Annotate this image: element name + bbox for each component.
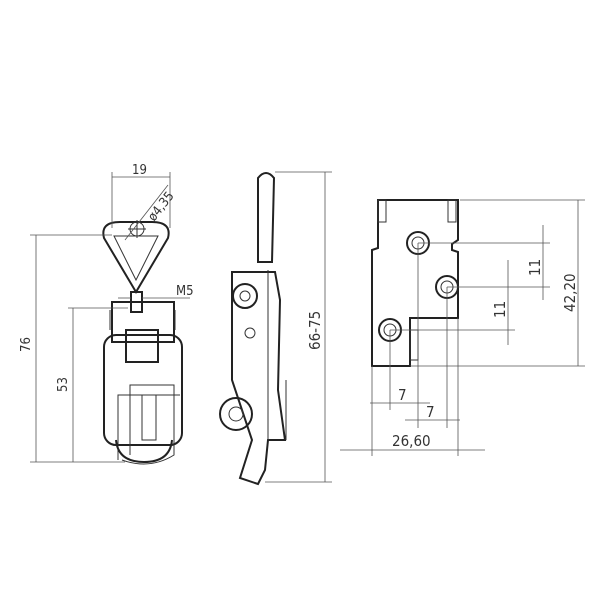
dim-hole-v-offset-2: 11 (491, 301, 509, 318)
plate-view (371, 199, 459, 367)
dim-plate-height: 42,20 (561, 273, 579, 312)
front-dimensions: 19 ø4,35 M5 76 53 (19, 163, 194, 463)
dim-hole-v-offset-1: 11 (526, 259, 544, 276)
dim-loop-width: 19 (132, 163, 147, 178)
dim-hole-h-offset-2: 7 (426, 403, 435, 421)
dim-body-height: 53 (56, 377, 71, 392)
dim-hole-diameter: ø4,35 (145, 189, 177, 224)
dim-thread: M5 (176, 284, 194, 299)
side-dimensions: 66-75 (265, 171, 332, 483)
dim-total-height: 76 (19, 337, 34, 352)
plate-dimensions: 42,20 11 11 7 7 26,60 (340, 199, 585, 456)
dim-range: 66-75 (306, 311, 324, 350)
front-view (102, 220, 183, 465)
side-view (219, 172, 287, 486)
dim-hole-h-offset-1: 7 (398, 386, 407, 404)
dim-plate-width: 26,60 (392, 432, 431, 450)
